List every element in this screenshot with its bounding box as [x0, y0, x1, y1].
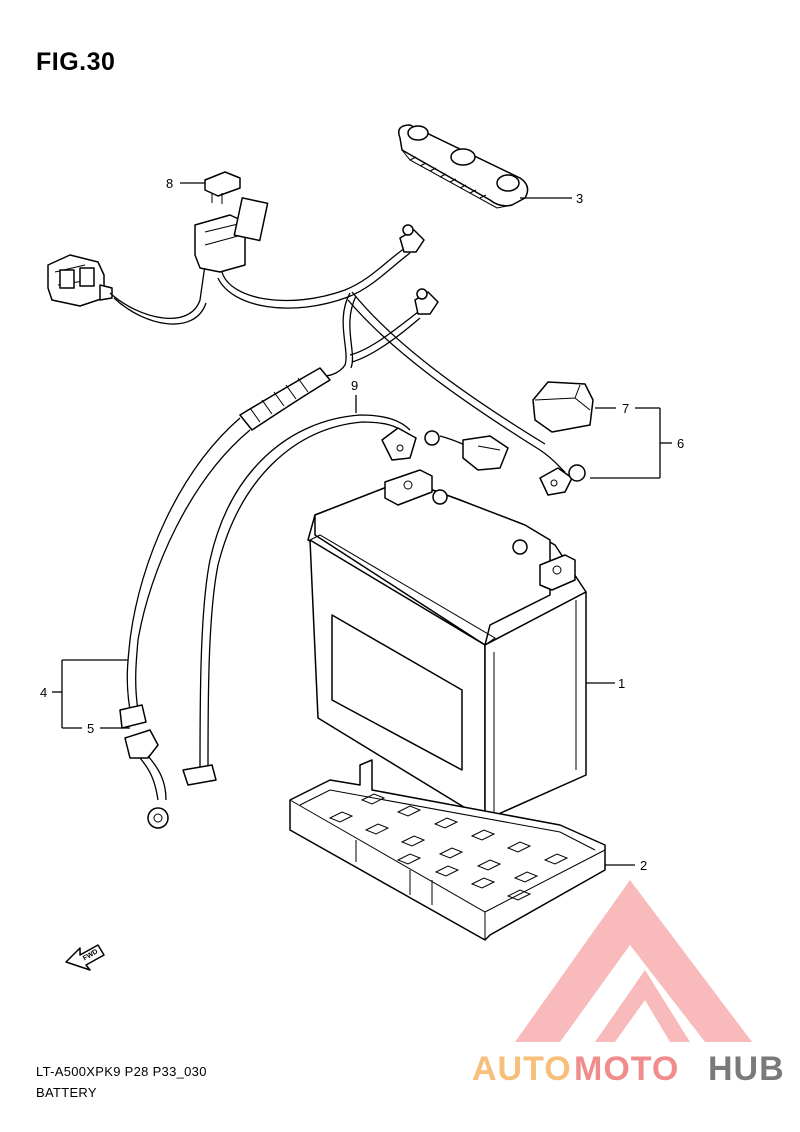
battery-band — [398, 124, 529, 209]
battery-tray — [289, 759, 606, 941]
watermark-logo — [515, 880, 752, 1042]
fuse — [204, 171, 241, 204]
terminal-cover — [532, 381, 594, 433]
callout-7: 7 — [622, 401, 629, 416]
model-code: LT-A500XPK9 P28 P33_030 — [36, 1064, 207, 1079]
figure-title: FIG.30 — [36, 48, 116, 76]
watermark-auto: AUTO — [472, 1050, 572, 1088]
callout-2: 2 — [640, 858, 647, 873]
callout-6: 6 — [677, 436, 684, 451]
watermark-hub: HUB — [708, 1050, 785, 1088]
watermark-moto: MOTO — [574, 1050, 679, 1088]
leader-lines — [52, 182, 672, 866]
section-name: BATTERY — [36, 1085, 97, 1100]
callout-8: 8 — [166, 176, 173, 191]
battery — [307, 469, 587, 821]
watermark-text: AUTO MOTO HUB — [472, 1050, 785, 1088]
battery-lead-negative — [182, 414, 509, 786]
callout-numbers: 1 2 3 4 5 6 7 8 9 — [40, 176, 684, 873]
callout-3: 3 — [576, 191, 583, 206]
callout-1: 1 — [618, 676, 625, 691]
callout-5: 5 — [87, 721, 94, 736]
wire-harness — [47, 197, 586, 496]
callout-9: 9 — [351, 378, 358, 393]
callout-4: 4 — [40, 685, 47, 700]
battery-lead-long — [119, 367, 331, 829]
fwd-arrow-icon: FWD — [65, 944, 105, 971]
